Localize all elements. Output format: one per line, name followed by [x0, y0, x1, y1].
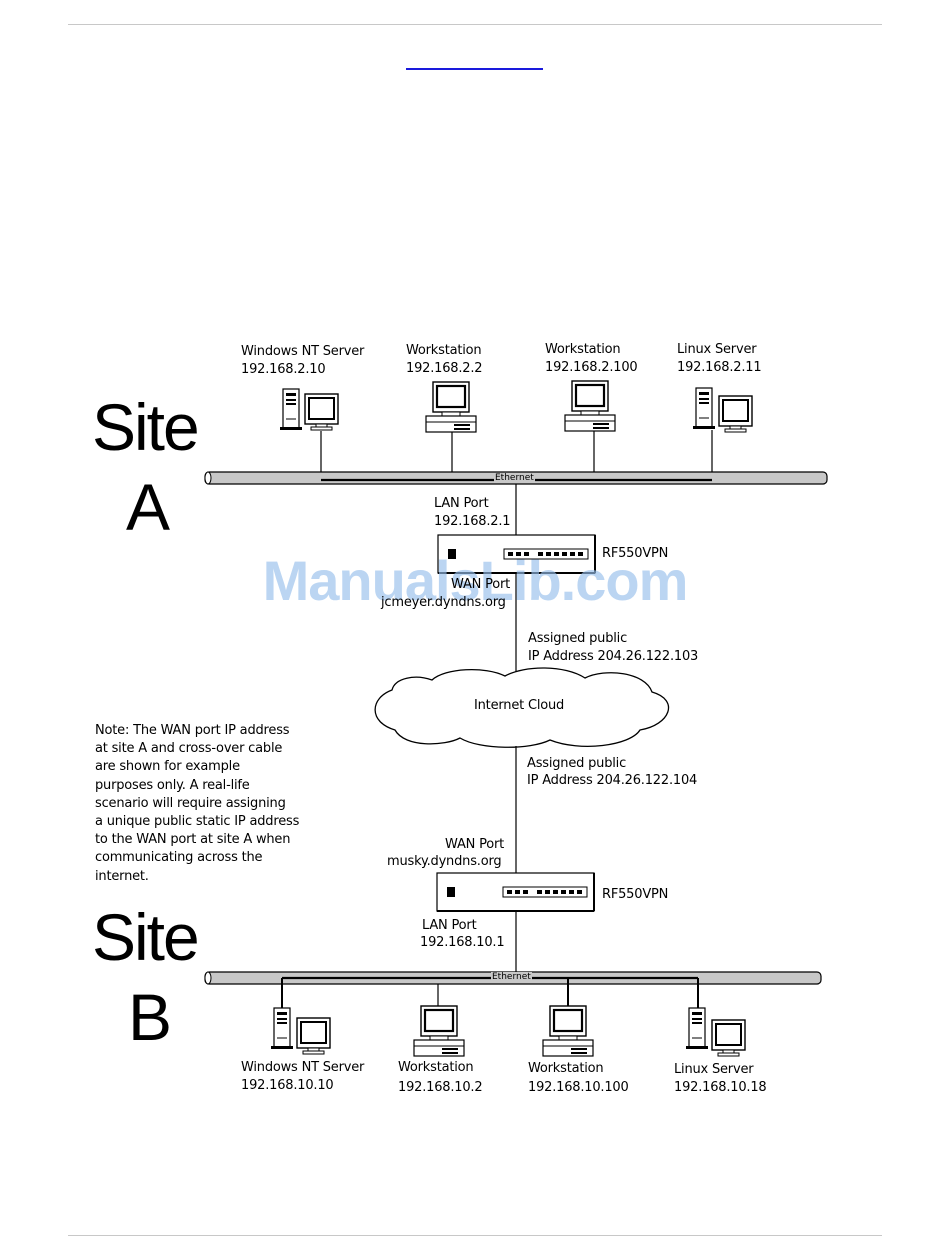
site-b-host-ip: 192.168.10.18	[674, 1080, 767, 1095]
site-b-letter: B	[128, 980, 172, 1054]
site-a-ethernet-label: Ethernet	[494, 473, 535, 483]
site-b-host-name: Workstation	[528, 1061, 604, 1076]
site-a-assigned-line1: Assigned public	[528, 631, 628, 646]
site-b-linux-server-icon	[685, 1007, 746, 1057]
site-b-lan-port-ip: 192.168.10.1	[420, 935, 505, 950]
site-b-wan-port-label: WAN Port	[445, 837, 505, 852]
site-a-label: Site	[92, 390, 200, 464]
site-b-router-icon	[436, 872, 595, 912]
site-a-host-name: Linux Server	[677, 342, 757, 357]
site-a-host-ip: 192.168.2.100	[545, 360, 638, 375]
site-b-label: Site	[92, 900, 200, 974]
site-b-wan-port-host: musky.dyndns.org	[387, 854, 502, 869]
site-a-linux-server-icon	[692, 387, 753, 433]
site-b-workstation-2-icon	[541, 1004, 595, 1058]
site-b-assigned-line2: IP Address 204.26.122.104	[527, 773, 698, 788]
site-a-host-ip: 192.168.2.10	[241, 362, 326, 377]
site-b-host-name: Windows NT Server	[241, 1060, 365, 1075]
site-b-host-ip: 192.168.10.100	[528, 1080, 629, 1095]
site-a-host-name: Workstation	[545, 342, 621, 357]
site-b-router-label: RF550VPN	[602, 887, 669, 902]
site-a-assigned-line2: IP Address 204.26.122.103	[528, 649, 699, 664]
site-a-host-ip: 192.168.2.2	[406, 361, 483, 376]
site-b-workstation-1-icon	[412, 1004, 466, 1058]
site-a-router-label: RF550VPN	[602, 546, 669, 561]
site-a-host-name: Windows NT Server	[241, 344, 365, 359]
watermark: ManualsLib.com	[262, 549, 689, 612]
site-b-nt-server-icon	[270, 1007, 331, 1055]
site-a-workstation-1-icon	[424, 380, 478, 434]
site-a-nt-server-icon	[279, 388, 339, 431]
top-rule	[68, 24, 882, 25]
site-b-assigned-line1: Assigned public	[527, 756, 627, 771]
site-b-lan-port-label: LAN Port	[422, 918, 477, 933]
site-b-host-name: Workstation	[398, 1060, 474, 1075]
internet-cloud-label: Internet Cloud	[474, 698, 565, 713]
site-a-workstation-2-icon	[563, 379, 617, 433]
site-b-host-ip: 192.168.10.2	[398, 1080, 483, 1095]
bottom-rule	[68, 1235, 882, 1236]
site-a-letter: A	[126, 470, 170, 544]
site-b-host-name: Linux Server	[674, 1062, 754, 1077]
site-a-wan-port-label: WAN Port	[451, 577, 511, 592]
site-a-wan-port-host: jcmeyer.dyndns.org	[381, 595, 506, 610]
site-b-ethernet-label: Ethernet	[491, 972, 532, 982]
site-b-host-ip: 192.168.10.10	[241, 1078, 334, 1093]
top-link-underline[interactable]	[406, 68, 543, 70]
site-a-host-ip: 192.168.2.11	[677, 360, 762, 375]
note-text: Note: The WAN port IP address at site A …	[95, 723, 300, 884]
site-a-lan-port-label: LAN Port	[434, 496, 489, 511]
site-a-lan-port-ip: 192.168.2.1	[434, 514, 511, 529]
site-a-host-name: Workstation	[406, 343, 482, 358]
internet-cloud-icon	[374, 667, 670, 748]
